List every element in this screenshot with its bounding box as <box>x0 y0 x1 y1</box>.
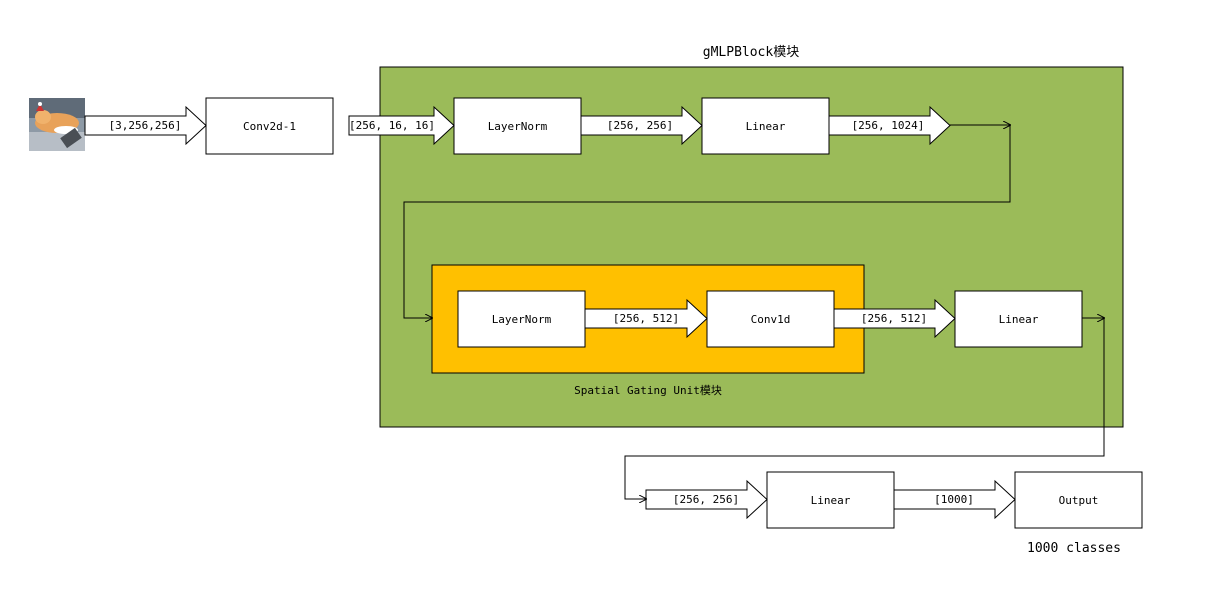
output-node: Output <box>1014 471 1143 529</box>
conv2d-label: Conv2d-1 <box>243 120 296 133</box>
layernorm-2-node: LayerNorm <box>457 290 586 348</box>
layernorm-1-node: LayerNorm <box>453 97 582 155</box>
conv2d-node: Conv2d-1 <box>205 97 334 155</box>
layernorm-2-label: LayerNorm <box>492 313 552 326</box>
linear-1-node: Linear <box>701 97 830 155</box>
edge-conv2d-to-layernorm: [256, 16, 16] <box>348 105 455 146</box>
edge-linear-to-output: [1000] <box>893 479 1016 520</box>
connector-to-final-linear <box>624 318 1105 499</box>
linear-3-node: Linear <box>766 471 895 529</box>
edge-to-final-linear: [256, 256] <box>645 479 768 520</box>
conv1d-label: Conv1d <box>751 313 791 326</box>
edge-input-to-conv2d: [3,256,256] <box>84 105 207 146</box>
layernorm-1-label: LayerNorm <box>488 120 548 133</box>
edge-label-final-in: [256, 256] <box>673 493 739 506</box>
edge-conv1d-to-linear: [256, 512] <box>833 298 956 339</box>
cat-photo-icon <box>29 98 85 151</box>
edge-label-layernorm-out: [256, 256] <box>607 119 673 132</box>
gmlp-block-title: gMLPBlock模块 <box>703 45 799 60</box>
edge-layernorm-to-linear: [256, 256] <box>580 105 703 146</box>
edge-sgu-layernorm-to-conv1d: [256, 512] <box>584 298 708 339</box>
output-label: Output <box>1059 494 1099 507</box>
edge-linear-out: [256, 1024] <box>828 105 951 146</box>
edge-label-conv2d-out: [256, 16, 16] <box>349 119 435 132</box>
linear-3-label: Linear <box>811 494 851 507</box>
linear-2-label: Linear <box>999 313 1039 326</box>
spatial-gating-unit-title: Spatial Gating Unit模块 <box>574 384 722 397</box>
edge-label-conv1d-out: [256, 512] <box>861 312 927 325</box>
edge-label-sgu-layernorm-out: [256, 512] <box>613 312 679 325</box>
linear-2-node: Linear <box>954 290 1083 348</box>
edge-label-linear-out: [256, 1024] <box>852 119 925 132</box>
conv1d-node: Conv1d <box>706 290 835 348</box>
edge-label-logits: [1000] <box>934 493 974 506</box>
output-caption: 1000 classes <box>1027 541 1121 556</box>
connector-to-sgu <box>403 125 1011 318</box>
linear-1-label: Linear <box>746 120 786 133</box>
edge-label-input: [3,256,256] <box>109 119 182 132</box>
